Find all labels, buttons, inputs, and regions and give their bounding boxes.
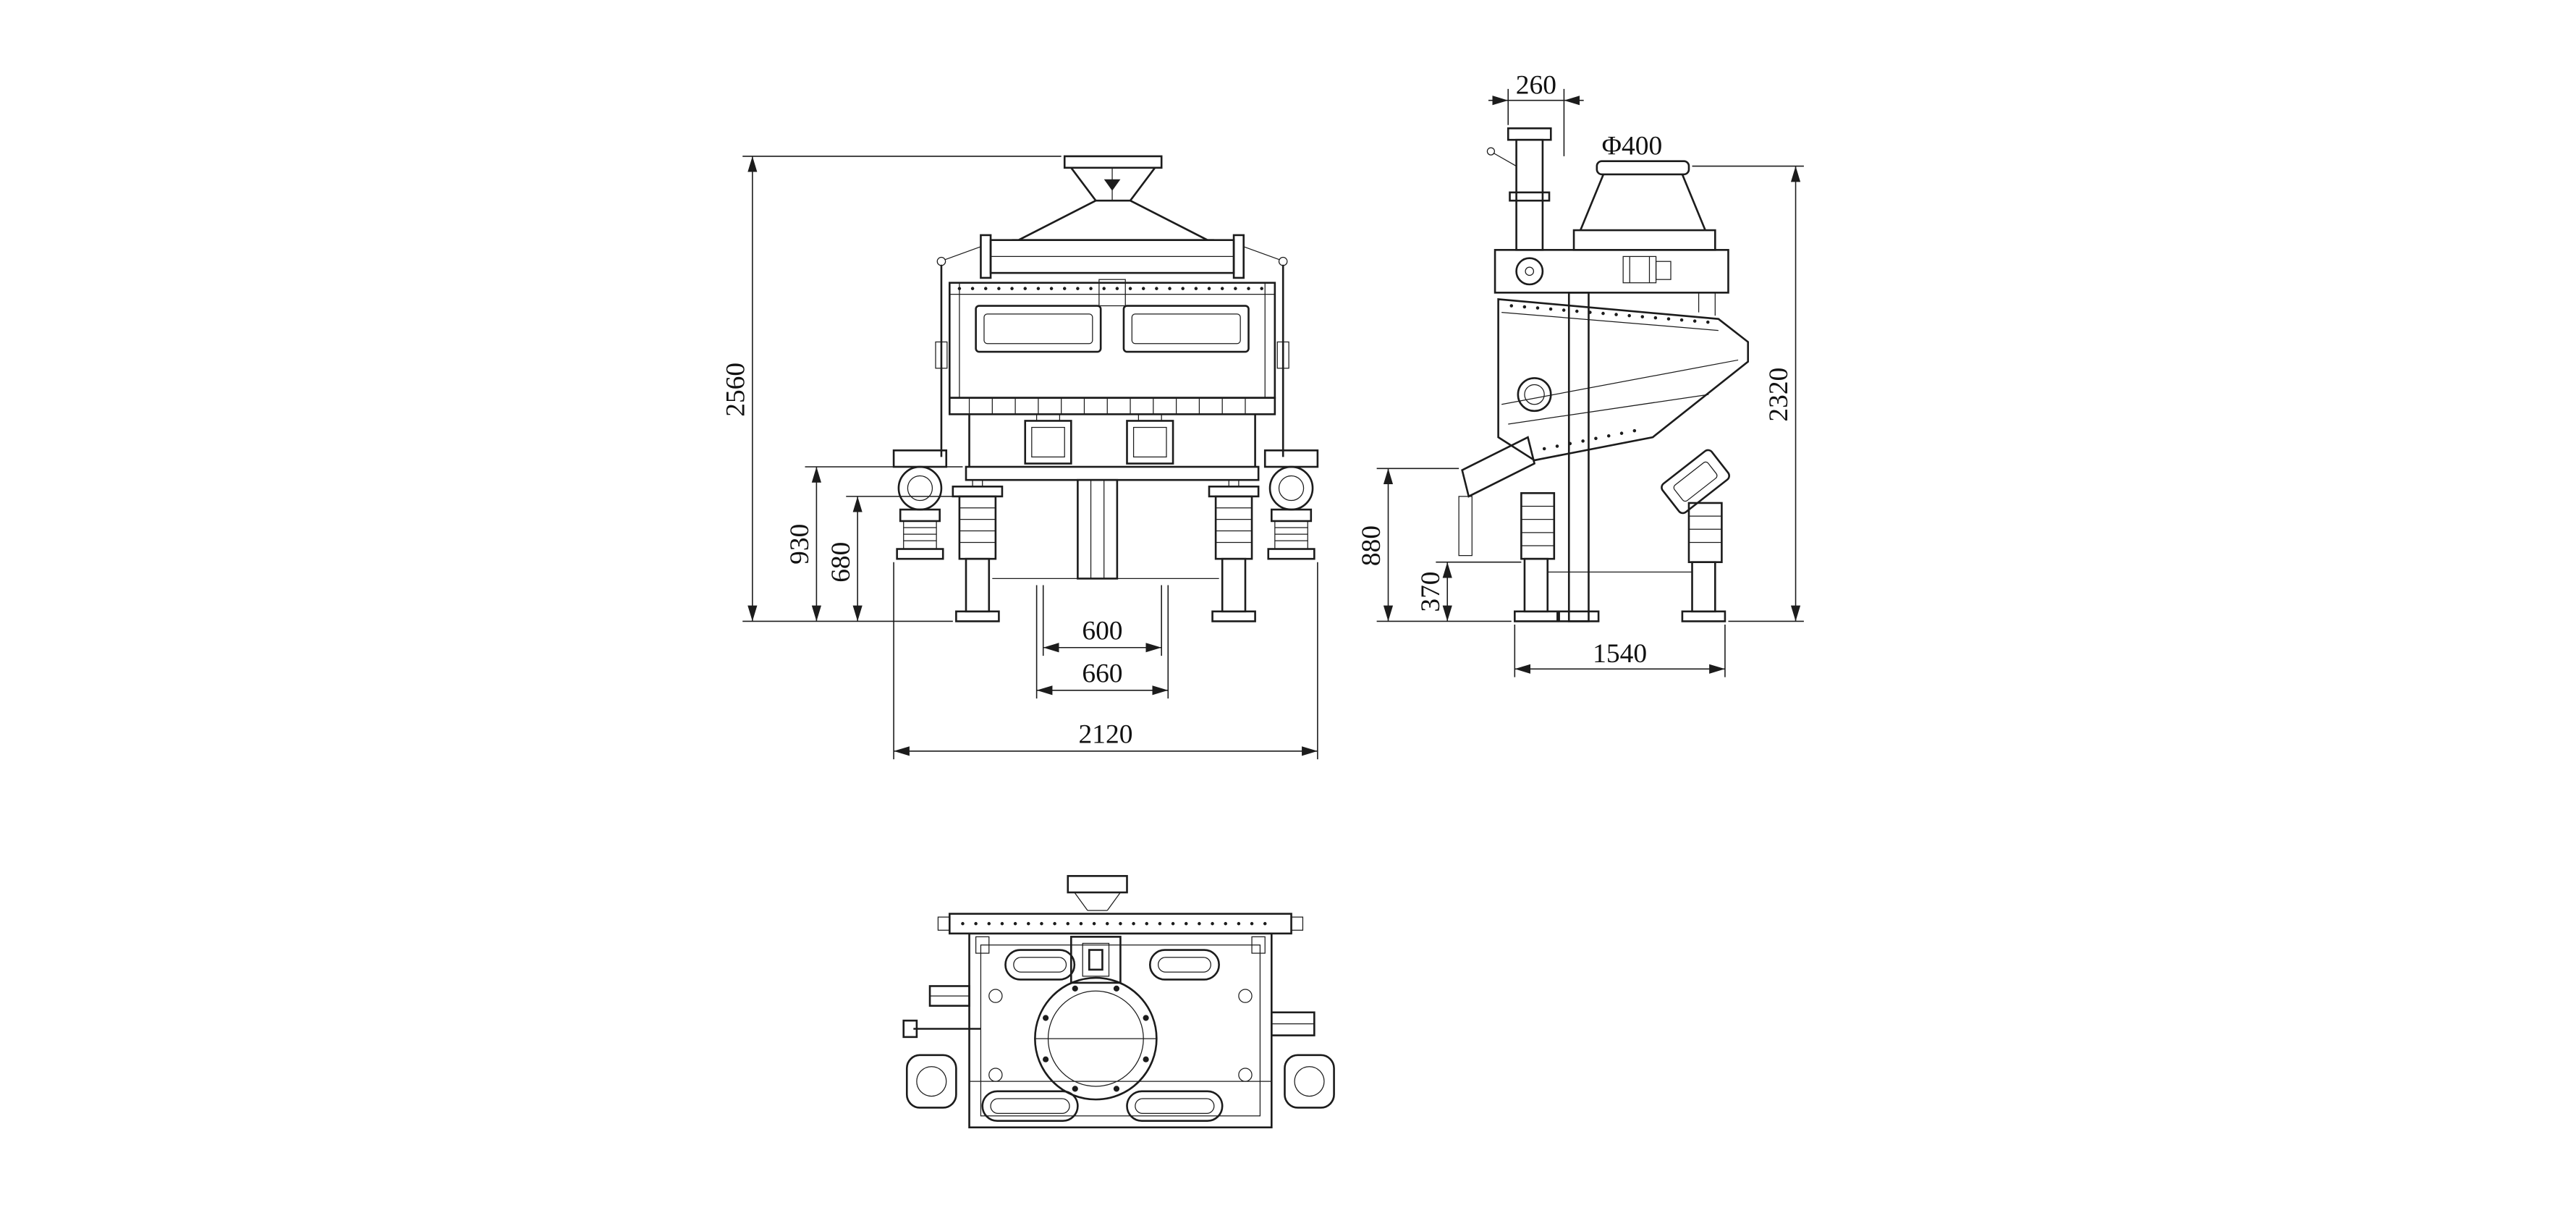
machine-body-front [948, 279, 1276, 415]
side-view: 260 Φ400 2320 880 370 1540 [1357, 71, 1804, 677]
dimension-side-base-depth: 1540 [1514, 624, 1726, 677]
dimension-side-outlet-width: 260 [1488, 71, 1584, 156]
corner-dampers-top [905, 1054, 1335, 1109]
feed-hopper-top [1067, 875, 1128, 911]
dimension-front-outer-span: 660 [1035, 585, 1169, 699]
dim-label-front-frame-height: 930 [785, 524, 815, 565]
legs-side [1514, 557, 1726, 622]
feed-hopper-side [1572, 160, 1716, 251]
dimension-front-total-height: 2560 [721, 156, 1062, 622]
damper-right-front [1263, 449, 1319, 560]
upper-box-side [1494, 249, 1729, 294]
dimension-side-discharge-height: 880 [1357, 468, 1512, 622]
inlet-throat-top [1070, 936, 1122, 984]
dim-label-front-leg-height: 680 [826, 542, 856, 583]
support-column-side [1558, 292, 1600, 622]
air-outlet-pipe-side [1486, 127, 1552, 251]
leg-right-front [1208, 480, 1260, 622]
top-slots [1004, 949, 1220, 981]
suspension-rods-front [935, 246, 1289, 457]
feed-hopper-front [1012, 155, 1214, 242]
dim-label-front-inner-span: 600 [1082, 616, 1122, 646]
dimension-front-inner-span: 600 [1042, 585, 1162, 656]
dim-label-front-total-width: 2120 [1079, 719, 1133, 749]
leg-left-front [952, 480, 1004, 622]
vibration-motor-side [1661, 449, 1730, 515]
dim-label-front-total-height: 2560 [721, 363, 750, 417]
discharge-chute-side [1458, 436, 1536, 557]
top-frame-strip [937, 913, 1304, 935]
dim-label-side-base-depth: 1540 [1593, 639, 1647, 669]
dim-label-front-outer-span: 660 [1082, 659, 1122, 688]
dim-label-side-outlet-width: 260 [1516, 71, 1556, 101]
dimension-side-total-height: 2320 [1692, 165, 1804, 622]
bottom-slots-top [981, 1090, 1224, 1122]
dimension-front-total-width: 2120 [893, 562, 1318, 760]
front-view: 2560 930 680 600 660 2120 [721, 155, 1319, 760]
dimension-front-frame-height: 930 [785, 466, 963, 622]
dim-label-side-total-height: 2320 [1764, 368, 1794, 422]
springs-side [1520, 492, 1723, 564]
lower-frame-front [965, 414, 1260, 580]
dimension-front-leg-height: 680 [826, 496, 957, 622]
top-beam-front [980, 234, 1245, 279]
top-view [902, 875, 1335, 1129]
inspection-port-top [988, 976, 1253, 1101]
dimension-side-inlet-diameter: Φ400 [1602, 132, 1663, 161]
screen-deck-side [1497, 292, 1750, 462]
dim-label-side-base-height: 370 [1416, 571, 1446, 612]
dim-label-side-discharge-height: 880 [1357, 525, 1386, 566]
dim-label-side-inlet-diameter: Φ400 [1602, 132, 1663, 161]
dimension-side-base-height: 370 [1416, 561, 1522, 622]
side-brackets-top [902, 985, 1315, 1039]
